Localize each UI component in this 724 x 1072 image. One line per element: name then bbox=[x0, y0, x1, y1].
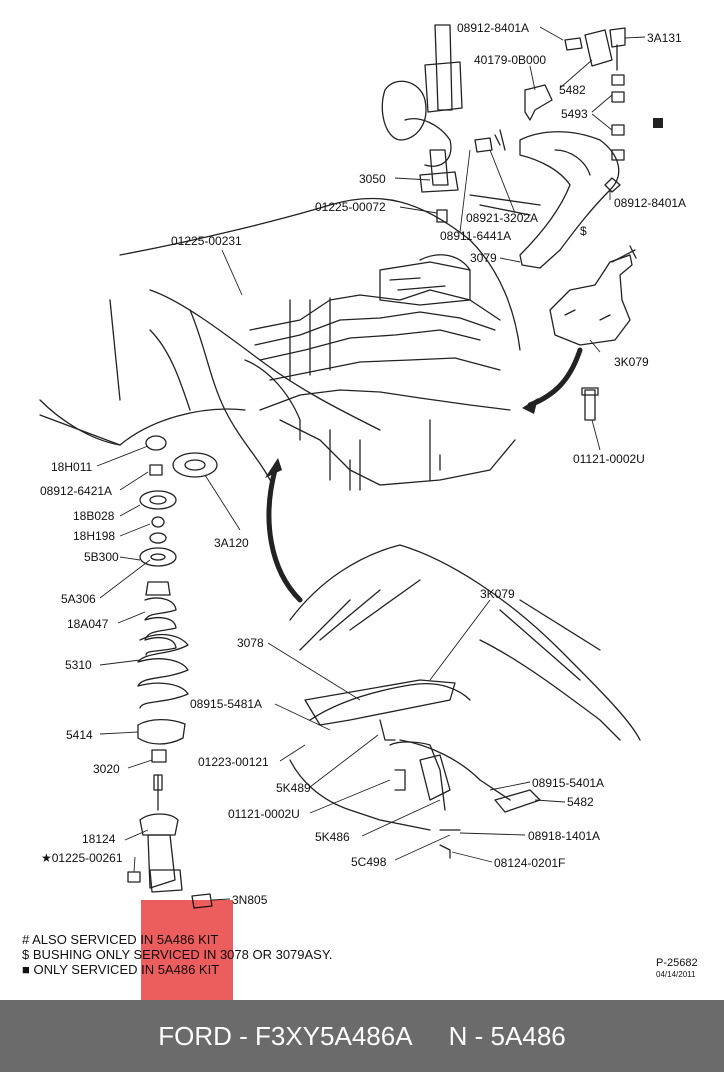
reference-number: P-25682 bbox=[656, 957, 698, 969]
arrow-to-engine-bay bbox=[527, 347, 583, 408]
part-label: 18H011 bbox=[51, 460, 92, 474]
part-label: 18B028 bbox=[73, 509, 115, 523]
footer-part-number: FORD - F3XY5A486A bbox=[158, 1020, 413, 1051]
part-label: 08921-3202A bbox=[466, 211, 538, 225]
part-label: 3020 bbox=[93, 762, 120, 776]
callout-labels: 08912-8401A 3A131 40179-0B000 5482 5493 … bbox=[40, 21, 686, 907]
part-label: 3K079 bbox=[614, 355, 649, 369]
part-label: 08915-5481A bbox=[190, 697, 262, 711]
dollar-marker: $ bbox=[580, 224, 587, 238]
part-label: 5310 bbox=[65, 658, 92, 672]
part-label: 3050 bbox=[359, 172, 386, 186]
reference-date: 04/14/2011 bbox=[656, 970, 696, 979]
part-label: 01225-00231 bbox=[171, 234, 242, 248]
part-label: 3079 bbox=[470, 251, 497, 265]
part-label: ★01225-00261 bbox=[41, 851, 123, 865]
part-label: 5A306 bbox=[61, 592, 96, 606]
arrow-to-front-view bbox=[266, 467, 303, 603]
part-label: 01223-00121 bbox=[198, 755, 269, 769]
part-label: 18H198 bbox=[73, 529, 115, 543]
part-label: 18A047 bbox=[67, 617, 109, 631]
footer-spacer bbox=[413, 1021, 449, 1052]
part-label: 5482 bbox=[567, 795, 594, 809]
parts-diagram: 08912-8401A 3A131 40179-0B000 5482 5493 … bbox=[39, 21, 686, 909]
part-label: 3A131 bbox=[647, 31, 682, 45]
part-label: 08911-6441A bbox=[440, 229, 511, 243]
part-label: 40179-0B000 bbox=[474, 53, 546, 67]
part-label: 08912-8401A bbox=[457, 21, 529, 35]
part-label: 5B300 bbox=[84, 550, 119, 564]
strut-assembly-drawing bbox=[127, 435, 218, 909]
footer-bar: FORD - F3XY5A486A N - 5A486 bbox=[0, 1000, 724, 1072]
part-label: 08915-5401A bbox=[532, 776, 604, 790]
part-label: 01121-0002U bbox=[228, 807, 300, 821]
part-label: 08912-8401A bbox=[614, 196, 686, 210]
upper-control-arm-assembly bbox=[381, 24, 626, 269]
part-label: 01121-0002U bbox=[573, 452, 645, 466]
engine-compartment-drawing bbox=[39, 197, 521, 491]
bracket-3k079-drawing bbox=[549, 245, 637, 421]
footer-code: N - 5A486 bbox=[448, 1020, 566, 1051]
part-label: 08124-0201F bbox=[494, 856, 565, 870]
part-label: 01225-00072 bbox=[315, 200, 386, 214]
part-label: 08912-6421A bbox=[40, 484, 112, 498]
part-label: 3A120 bbox=[214, 536, 249, 550]
part-label: 18124 bbox=[82, 832, 116, 846]
part-label: 08918-1401A bbox=[528, 829, 600, 843]
part-label: 5414 bbox=[66, 728, 93, 742]
lower-front-view-drawing bbox=[289, 544, 641, 859]
highlight-box bbox=[141, 900, 233, 1000]
part-label: 5482 bbox=[559, 83, 586, 97]
part-label: 5K486 bbox=[315, 830, 350, 844]
part-label: 3078 bbox=[237, 636, 264, 650]
part-label: 3N805 bbox=[232, 893, 268, 907]
part-label: 5K489 bbox=[276, 781, 311, 795]
part-label: 3K079 bbox=[480, 587, 515, 601]
part-label: 5493 bbox=[561, 107, 588, 121]
part-label: 5C498 bbox=[351, 855, 387, 869]
